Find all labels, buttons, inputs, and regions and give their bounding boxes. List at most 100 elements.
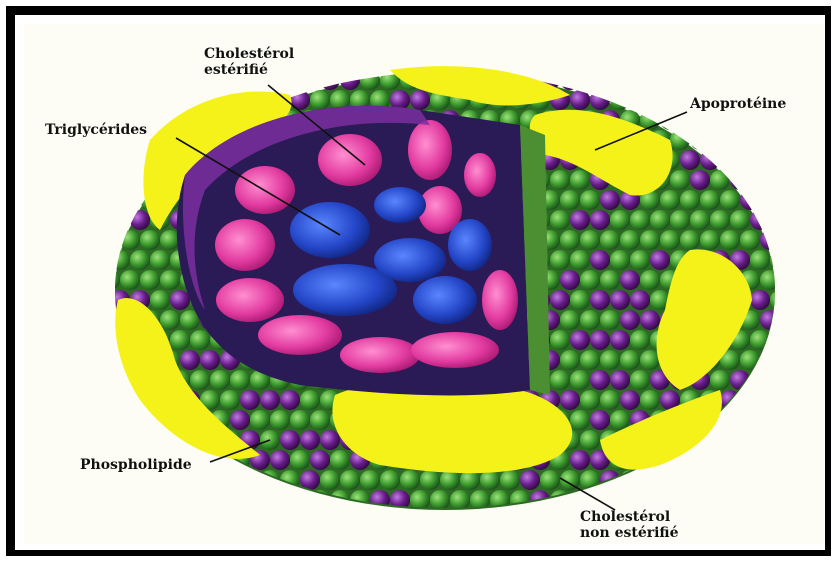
phospholipid-head: [750, 210, 770, 230]
phospholipid-head: [560, 310, 580, 330]
phospholipid-head: [550, 250, 570, 270]
phospholipid-head: [100, 230, 120, 250]
phospholipid-head: [300, 390, 320, 410]
phospholipid-head: [280, 390, 300, 410]
phospholipid-head: [660, 110, 680, 130]
phospholipid-head: [750, 410, 770, 430]
phospholipid-head: [140, 470, 160, 490]
phospholipid-head: [570, 410, 590, 430]
lipoprotein-sphere: [100, 66, 830, 510]
triglyceride-molecule: [413, 276, 477, 324]
phospholipid-head: [650, 490, 670, 510]
phospholipid-head: [710, 130, 730, 150]
phospholipid-head: [640, 310, 660, 330]
phospholipid-head: [790, 410, 810, 430]
phospholipid-head: [150, 490, 170, 510]
phospholipid-head: [570, 290, 590, 310]
phospholipid-head: [180, 70, 200, 90]
phospholipid-head: [810, 210, 830, 230]
phospholipid-head: [710, 450, 730, 470]
phospholipid-head: [710, 490, 730, 510]
phospholipid-head: [140, 230, 160, 250]
phospholipid-head: [110, 90, 130, 110]
phospholipid-head: [360, 70, 380, 90]
phospholipid-head: [800, 430, 820, 450]
phospholipid-head: [730, 410, 750, 430]
phospholipid-head: [560, 390, 580, 410]
phospholipid-head: [810, 450, 830, 470]
phospholipid-head: [120, 270, 140, 290]
phospholipid-head: [180, 350, 200, 370]
phospholipid-head: [780, 430, 800, 450]
phospholipid-head: [800, 310, 820, 330]
phospholipid-head: [600, 310, 620, 330]
phospholipid-head: [650, 210, 670, 230]
phospholipid-head: [410, 90, 430, 110]
phospholipid-head: [790, 450, 810, 470]
phospholipid-head: [780, 70, 800, 90]
phospholipid-head: [780, 230, 800, 250]
phospholipid-head: [770, 450, 790, 470]
phospholipid-head: [570, 330, 590, 350]
phospholipid-head: [690, 450, 710, 470]
phospholipid-head: [320, 430, 340, 450]
phospholipid-head: [230, 490, 250, 510]
phospholipid-head: [790, 370, 810, 390]
phospholipid-head: [550, 290, 570, 310]
phospholipid-head: [520, 470, 540, 490]
label-apoprotein: Apoprotéine: [690, 96, 786, 112]
phospholipid-head: [270, 410, 290, 430]
phospholipid-head: [290, 450, 310, 470]
phospholipid-head: [100, 430, 120, 450]
phospholipid-head: [100, 150, 120, 170]
phospholipid-head: [610, 330, 630, 350]
phospholipid-head: [770, 130, 790, 150]
phospholipid-head: [770, 330, 790, 350]
phospholipid-head: [680, 230, 700, 250]
phospholipid-head: [630, 90, 650, 110]
phospholipid-head: [620, 390, 640, 410]
phospholipid-head: [110, 250, 130, 270]
phospholipid-head: [690, 490, 710, 510]
phospholipid-head: [680, 150, 700, 170]
phospholipid-head: [710, 370, 730, 390]
phospholipid-head: [220, 390, 240, 410]
phospholipid-head: [570, 250, 590, 270]
phospholipid-head: [220, 470, 240, 490]
phospholipid-head: [720, 430, 740, 450]
phospholipid-head: [620, 470, 640, 490]
phospholipid-head: [590, 410, 610, 430]
phospholipid-head: [760, 270, 780, 290]
label-triglycerides: Triglycérides: [45, 122, 147, 138]
phospholipid-head: [570, 90, 590, 110]
phospholipid-head: [770, 490, 790, 510]
phospholipid-head: [200, 470, 220, 490]
cholesterol-ester-molecule: [408, 120, 452, 180]
phospholipid-head: [790, 290, 810, 310]
label-line: estérifié: [204, 62, 294, 78]
phospholipid-head: [130, 490, 150, 510]
phospholipid-head: [160, 470, 180, 490]
phospholipid-head: [120, 70, 140, 90]
phospholipid-head: [680, 470, 700, 490]
phospholipid-head: [190, 450, 210, 470]
phospholipid-head: [760, 430, 780, 450]
phospholipid-head: [260, 390, 280, 410]
phospholipid-head: [810, 130, 830, 150]
phospholipid-head: [800, 150, 820, 170]
phospholipid-head: [590, 250, 610, 270]
phospholipid-head: [320, 470, 340, 490]
cholesterol-ester-molecule: [258, 315, 342, 355]
phospholipid-head: [700, 190, 720, 210]
phospholipid-head: [570, 170, 590, 190]
phospholipid-head: [310, 410, 330, 430]
phospholipid-head: [580, 190, 600, 210]
phospholipid-head: [700, 110, 720, 130]
phospholipid-head: [100, 470, 120, 490]
phospholipid-head: [750, 250, 770, 270]
phospholipid-head: [550, 210, 570, 230]
phospholipid-head: [640, 390, 660, 410]
phospholipid-head: [140, 270, 160, 290]
phospholipid-head: [250, 410, 270, 430]
